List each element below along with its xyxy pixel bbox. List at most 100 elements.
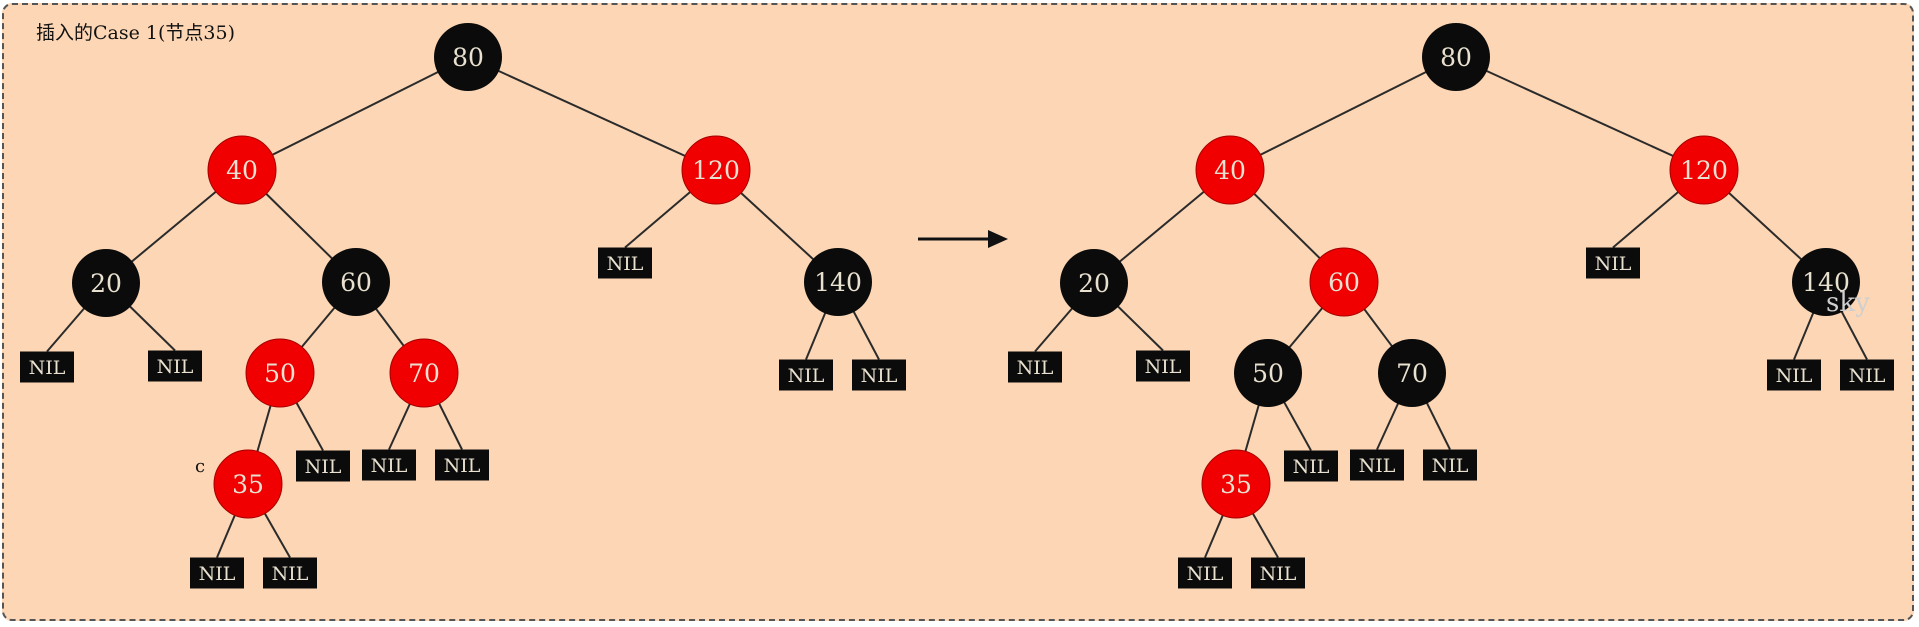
nil-leaf: NIL <box>148 350 202 382</box>
nil-leaf: NIL <box>1136 350 1190 382</box>
node-circle <box>1195 135 1265 205</box>
nil-label: NIL <box>1293 456 1330 478</box>
node-circle <box>434 23 502 91</box>
node-value: 40 <box>1214 156 1246 185</box>
diagram-title: 插入的Case 1(节点35) <box>36 22 235 44</box>
nil-leaf: NIL <box>1251 557 1305 589</box>
nil-label: NIL <box>1017 357 1054 379</box>
tree-node-20: 20 <box>1060 249 1128 317</box>
nil-leaf: NIL <box>20 351 74 383</box>
nil-label: NIL <box>444 455 481 477</box>
nil-leaf: NIL <box>1008 351 1062 383</box>
tree-node-50: 50 <box>1234 339 1302 407</box>
tree-node-140: 140 <box>804 248 872 316</box>
tree-edge <box>1455 56 1705 171</box>
nil-box <box>263 557 317 589</box>
node-value: 20 <box>1078 269 1110 298</box>
tree-node-70: 70 <box>1378 339 1446 407</box>
node-circle <box>1792 248 1860 316</box>
nil-label: NIL <box>272 563 309 585</box>
tree-node-70: 70 <box>389 338 459 408</box>
nil-label: NIL <box>371 455 408 477</box>
nil-leaf: NIL <box>1586 247 1640 279</box>
node-circle <box>245 338 315 408</box>
nil-box <box>1350 449 1404 481</box>
nil-label: NIL <box>305 456 342 478</box>
nil-box <box>435 449 489 481</box>
nil-label: NIL <box>1849 365 1886 387</box>
diagram-panel <box>2 3 1914 621</box>
nil-label: NIL <box>199 563 236 585</box>
tree-node-35: 35 <box>1201 449 1271 519</box>
nil-leaf: NIL <box>435 449 489 481</box>
nil-label: NIL <box>861 365 898 387</box>
node-circle <box>207 135 277 205</box>
tree-node-40: 40 <box>1195 135 1265 205</box>
nil-label: NIL <box>1359 455 1396 477</box>
node-circle <box>804 248 872 316</box>
nil-box <box>296 450 350 482</box>
tree-node-20: 20 <box>72 249 140 317</box>
node-value: 120 <box>692 156 740 185</box>
tree-node-60: 60 <box>322 248 390 316</box>
node-value: 50 <box>264 359 296 388</box>
tree-after: NIL NIL NIL NIL NIL NIL NIL NIL NIL NIL 80 40 120 20 6… <box>1008 23 1894 589</box>
nil-box <box>1840 359 1894 391</box>
tree-node-140: 140 <box>1792 248 1860 316</box>
node-circle <box>322 248 390 316</box>
nil-leaf: NIL <box>779 359 833 391</box>
node-circle <box>1422 23 1490 91</box>
nil-leaf: NIL <box>190 557 244 589</box>
node-circle <box>1669 135 1739 205</box>
node-value: 60 <box>1328 268 1360 297</box>
node-circle <box>1060 249 1128 317</box>
nil-leaf: NIL <box>263 557 317 589</box>
nil-box <box>1008 351 1062 383</box>
nil-box <box>779 359 833 391</box>
nil-box <box>852 359 906 391</box>
nil-label: NIL <box>788 365 825 387</box>
node-value: 20 <box>90 269 122 298</box>
transition-arrow <box>918 230 1008 248</box>
node-circle <box>681 135 751 205</box>
node-value: 60 <box>340 268 372 297</box>
node-value: 80 <box>452 43 484 72</box>
node-circle <box>1378 339 1446 407</box>
tree-node-120: 120 <box>1669 135 1739 205</box>
nil-label: NIL <box>29 357 66 379</box>
tree-node-80: 80 <box>434 23 502 91</box>
nil-leaf: NIL <box>1284 450 1338 482</box>
nil-leaf: NIL <box>1178 557 1232 589</box>
nil-box <box>190 557 244 589</box>
nil-label: NIL <box>607 253 644 275</box>
tree-before: NIL NIL NIL NIL NIL NIL NIL NIL NIL NIL 80 40 120 20 6… <box>20 23 906 589</box>
tree-node-50: 50 <box>245 338 315 408</box>
nil-box <box>362 449 416 481</box>
node-value: 80 <box>1440 43 1472 72</box>
nil-box <box>1586 247 1640 279</box>
tree-node-60: 60 <box>1309 247 1379 317</box>
nil-box <box>1178 557 1232 589</box>
nil-label: NIL <box>1260 563 1297 585</box>
node-circle <box>1309 247 1379 317</box>
nil-box <box>1136 350 1190 382</box>
tree-edge <box>1229 56 1457 171</box>
nil-leaf: NIL <box>1423 449 1477 481</box>
nil-leaf: NIL <box>1840 359 1894 391</box>
nil-label: NIL <box>1776 365 1813 387</box>
tree-edge <box>467 56 717 171</box>
node-value: 70 <box>1396 359 1428 388</box>
tree-edge <box>241 56 469 171</box>
node-value: 35 <box>1220 470 1252 499</box>
node-circle <box>1201 449 1271 519</box>
tree-node-120: 120 <box>681 135 751 205</box>
node-value: 40 <box>226 156 258 185</box>
nil-box <box>1423 449 1477 481</box>
nil-box <box>20 351 74 383</box>
node-value: 35 <box>232 470 264 499</box>
nil-leaf: NIL <box>1350 449 1404 481</box>
node-circle <box>72 249 140 317</box>
nil-box <box>1767 359 1821 391</box>
node-value: 50 <box>1252 359 1284 388</box>
